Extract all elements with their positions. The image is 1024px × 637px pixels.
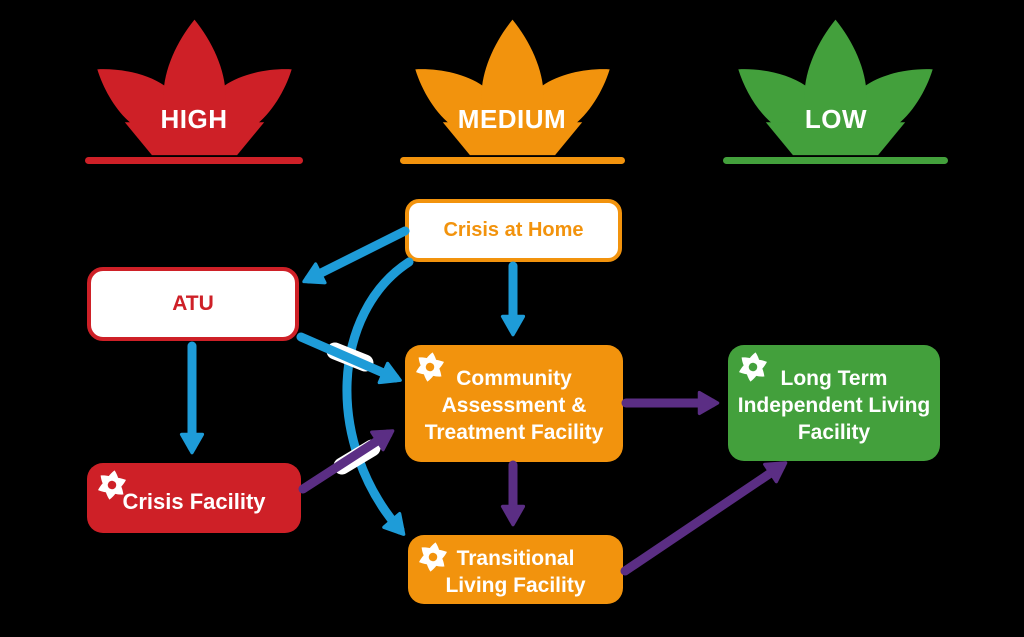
node-community-assessment-treatment-facility: Community Assessment & Treatment Facilit… <box>405 345 623 462</box>
flower-icon <box>98 470 126 500</box>
node-transitional-line1: Transitional <box>456 546 575 570</box>
crossing-gap-1 <box>326 342 374 372</box>
level-label-high: HIGH <box>160 104 228 134</box>
edge-atu-to-catf <box>296 332 402 385</box>
node-catf-line1: Community <box>456 367 572 390</box>
edge-crisis-facility-to-catf <box>298 429 395 494</box>
node-transitional-living-facility: Transitional Living Facility <box>408 535 623 604</box>
level-label-medium: MEDIUM <box>457 104 567 134</box>
node-atu-label: ATU <box>172 292 214 315</box>
lotus-flower-medium-icon <box>415 19 610 156</box>
flower-icon <box>739 352 767 382</box>
edge-transitional-to-long-term <box>620 461 788 576</box>
node-crisis-at-home: Crisis at Home <box>405 199 622 262</box>
crossing-gap-2 <box>333 439 381 475</box>
node-long-term-line2: Independent Living <box>737 393 931 417</box>
level-underline-high <box>85 157 303 164</box>
node-catf-line3: Treatment Facility <box>424 421 604 444</box>
edge-crisis-at-home-to-transitional <box>342 257 414 536</box>
lotus-flower-high-icon <box>97 19 292 156</box>
node-long-term-line1: Long Term <box>780 366 888 390</box>
node-crisis-facility-label: Crisis Facility <box>122 489 266 514</box>
node-catf-line2: Assessment & <box>441 394 587 417</box>
flower-icon <box>419 542 447 572</box>
lotus-flower-low-icon <box>738 19 933 156</box>
node-crisis-at-home-label: Crisis at Home <box>443 219 584 241</box>
level-underline-medium <box>400 157 625 164</box>
flower-icon <box>416 352 444 382</box>
node-transitional-line2: Living Facility <box>445 573 586 597</box>
node-long-term-independent-living-facility: Long Term Independent Living Facility <box>728 345 940 461</box>
level-underline-low <box>723 157 948 164</box>
level-label-low: LOW <box>804 104 868 134</box>
node-long-term-line3: Facility <box>797 420 871 444</box>
node-atu: ATU <box>87 267 299 341</box>
node-crisis-facility: Crisis Facility <box>87 463 301 533</box>
edge-crisis-at-home-to-atu <box>302 226 410 285</box>
